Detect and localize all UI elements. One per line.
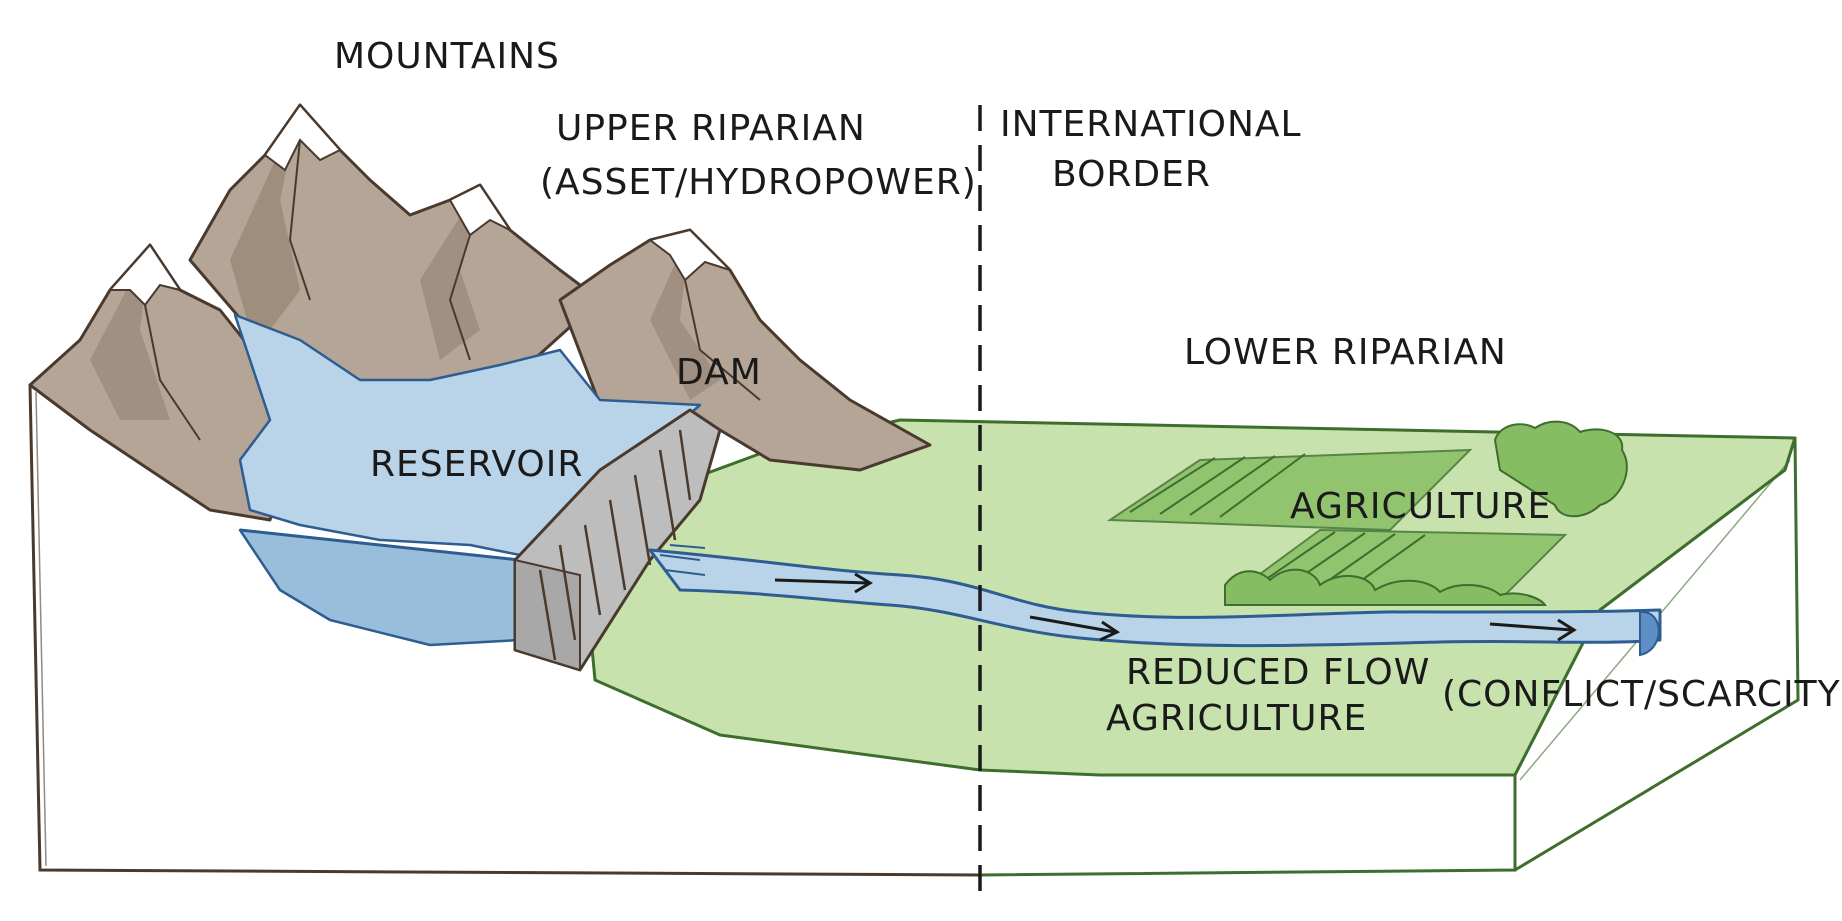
flow-arrow-2 xyxy=(1029,615,1116,634)
tree-row-south xyxy=(1224,568,1547,606)
flow-arrow-3 xyxy=(1489,622,1573,632)
upstream-block xyxy=(28,383,982,877)
snow-cap-middle xyxy=(448,183,513,237)
agriculture-fields xyxy=(1106,420,1628,606)
lower-riparian-label: LOWER RIPARIAN xyxy=(1184,332,1507,373)
river xyxy=(648,544,1662,657)
mountains-label: MOUNTAINS xyxy=(334,36,560,77)
snow-cap-center xyxy=(263,103,342,172)
reduced-flow-label: REDUCED FLOW xyxy=(1126,652,1430,693)
border-label-line2: BORDER xyxy=(1052,154,1211,195)
snow-cap-left xyxy=(107,243,183,307)
reservoir-label: RESERVOIR xyxy=(370,444,583,485)
upper-riparian-label: UPPER RIPARIAN xyxy=(556,108,866,149)
tree-cluster-north xyxy=(1493,420,1628,518)
lowland-slab xyxy=(578,418,1800,877)
flow-arrow-1 xyxy=(774,578,869,585)
dam-structure xyxy=(513,408,722,672)
conflict-scarcity-label: (CONFLICT/SCARCITY) xyxy=(1442,674,1842,715)
agriculture-label: AGRICULTURE xyxy=(1290,486,1551,527)
snow-cap-right xyxy=(647,228,731,282)
dam-label: DAM xyxy=(676,352,762,393)
mountain-range xyxy=(28,103,932,522)
reduced-flow-agriculture-label: AGRICULTURE xyxy=(1106,698,1367,739)
upper-riparian-subtitle: (ASSET/HYDROPOWER) xyxy=(540,162,977,203)
border-label-line1: INTERNATIONAL xyxy=(1000,104,1302,145)
